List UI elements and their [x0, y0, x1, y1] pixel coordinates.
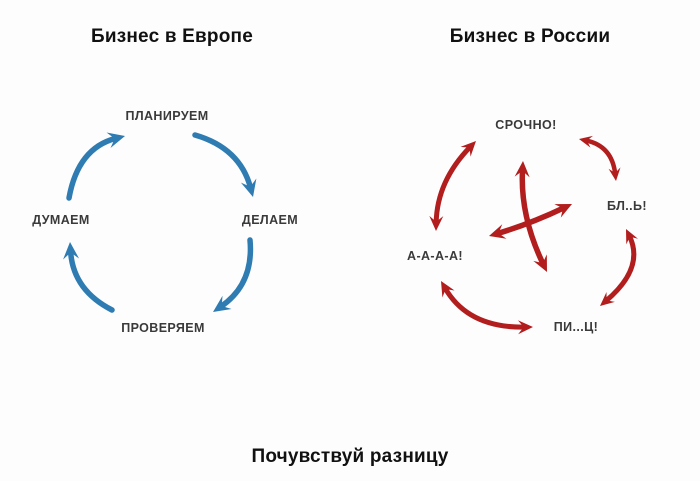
caption: Почувствуй разницу [251, 446, 449, 467]
europe-step-think: ДУМАЕМ [32, 213, 90, 227]
russia-panel-title: Бизнес в России [449, 26, 611, 47]
russia-label-pts: ПИ...Ц! [553, 320, 599, 334]
arrow-plan-to-do [192, 132, 257, 197]
russia-label-urgent: СРОЧНО! [495, 118, 557, 132]
arrow-urgent-bl [579, 135, 621, 181]
europe-step-do: ДЕЛАЕМ [241, 213, 299, 227]
arrow-center-diagonal [489, 204, 572, 239]
arrow-center-vertical [514, 161, 547, 272]
arrow-aaaa-pts [441, 281, 533, 335]
europe-step-plan: ПЛАНИРУЕМ [125, 109, 209, 123]
arrow-do-to-check [213, 237, 254, 312]
russia-label-aaaa: А-А-А-А! [407, 249, 463, 263]
arrow-think-to-plan [66, 132, 125, 201]
arrow-check-to-think [63, 242, 115, 313]
arrow-urgent-aaaa [429, 141, 476, 231]
russia-label-bl: БЛ..Ь! [607, 199, 647, 213]
europe-step-check: ПРОВЕРЯЕМ [121, 321, 205, 335]
europe-panel-title: Бизнес в Европе [91, 26, 253, 47]
arrow-bl-pts [600, 229, 638, 306]
